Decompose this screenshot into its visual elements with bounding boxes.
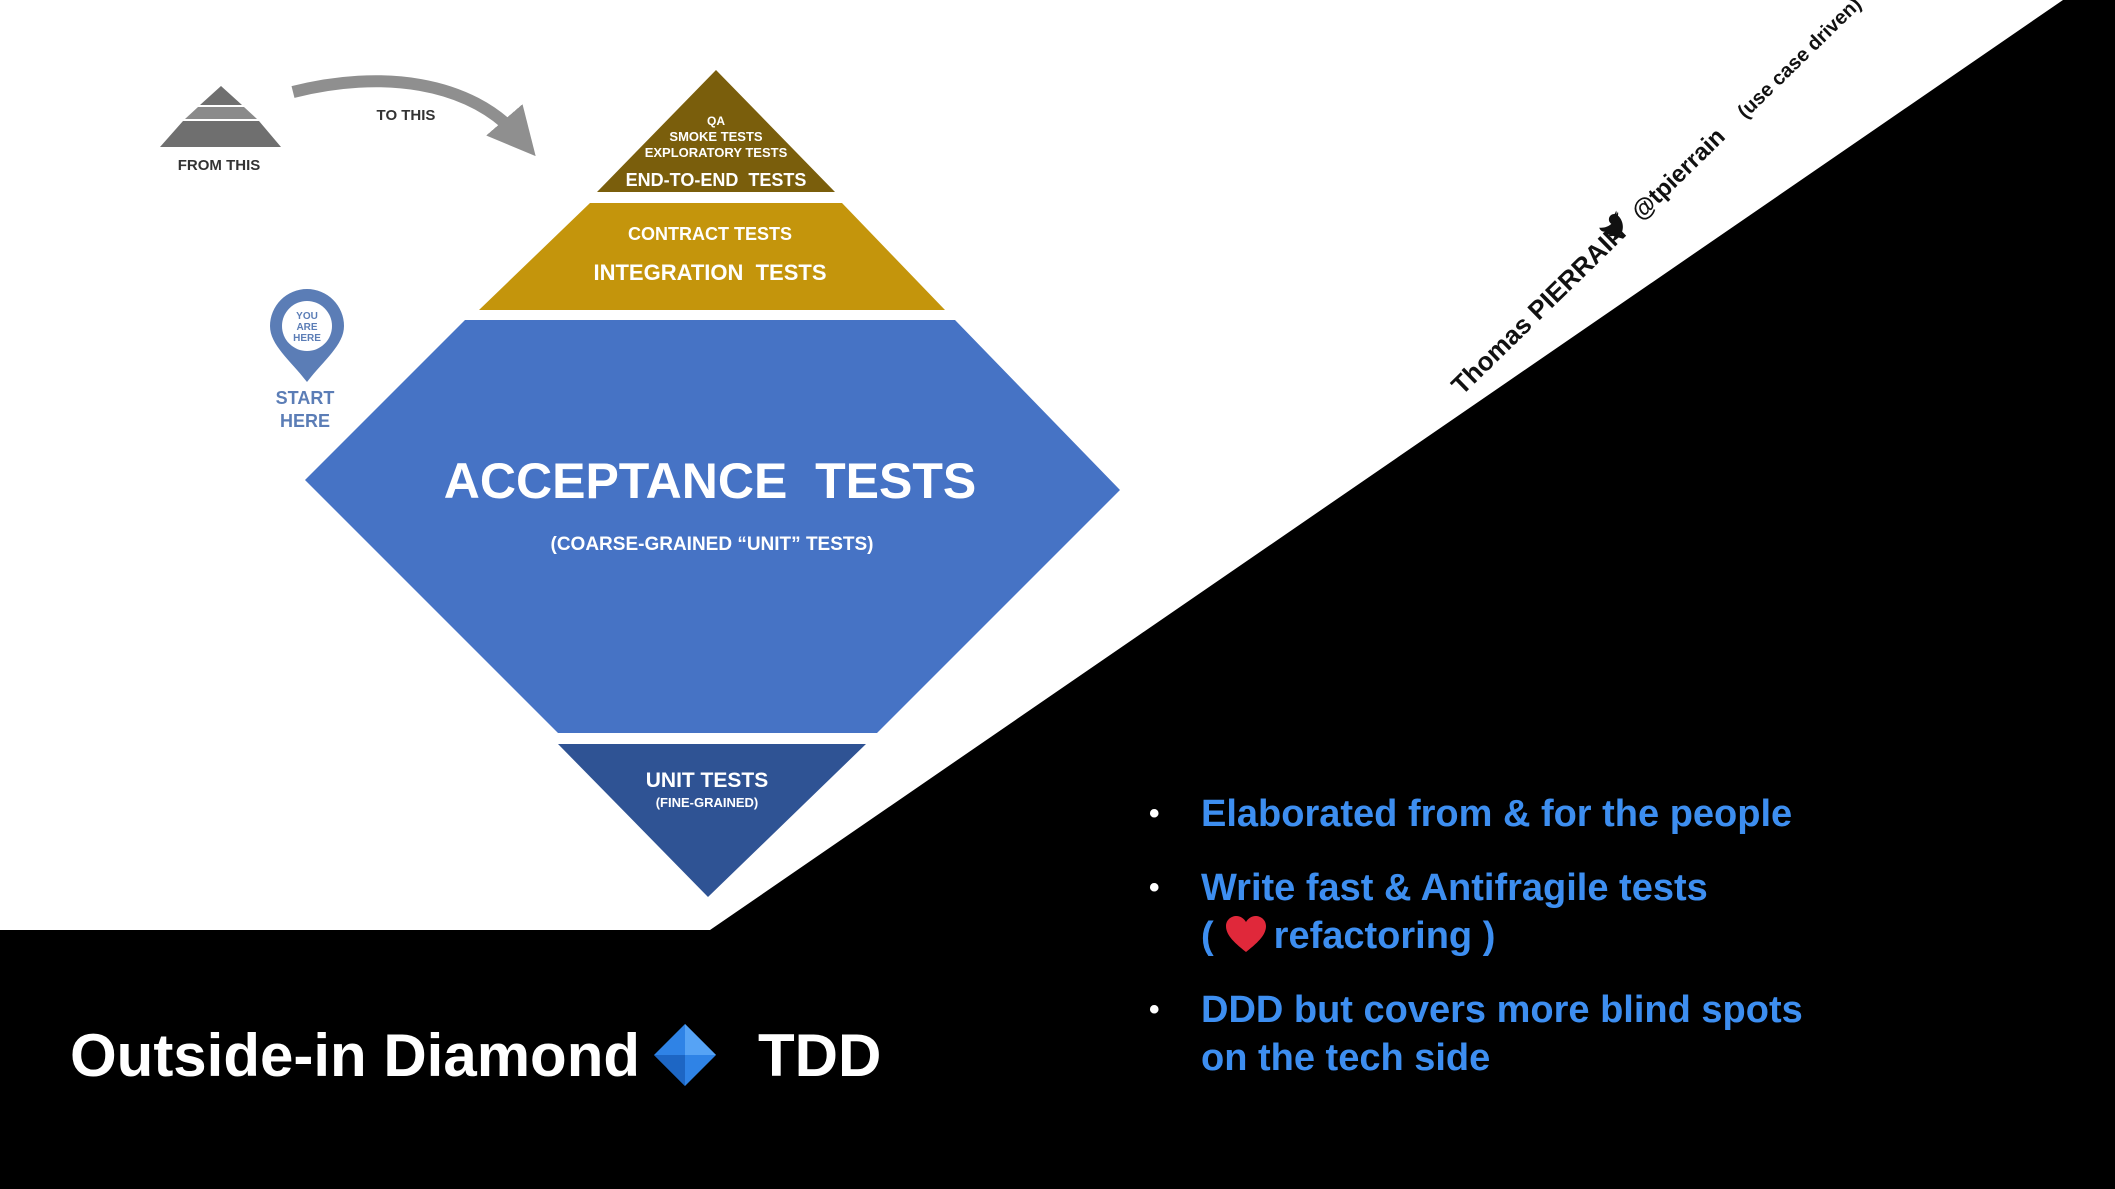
twitter-bird-icon [1599, 210, 1623, 242]
small-blue-diamond-icon [654, 1024, 716, 1086]
bullet-text: DDD but covers more blind spots [1201, 989, 1803, 1031]
to-this-label: TO THIS [377, 107, 436, 124]
list-item: • Elaborated from & for the people [1145, 790, 2045, 838]
qa-label: QA [707, 114, 725, 128]
author-note: (use case driven) [1734, 0, 1866, 123]
slide-title: Outside-in Diamond TDD [70, 1015, 881, 1095]
bullet-text: Write fast & Antifragile tests [1201, 867, 1708, 909]
acceptance-tier [305, 320, 1120, 733]
list-item: • Write fast & Antifragile tests (refact… [1145, 864, 2045, 960]
acceptance-tests-title: ACCEPTANCE TESTS [444, 453, 976, 509]
contract-tests-label: CONTRACT TESTS [628, 224, 792, 244]
integration-tier [479, 203, 945, 310]
author-handle: @tpierrain [1626, 123, 1730, 226]
acceptance-tests-subtitle: (COARSE-GRAINED “UNIT” TESTS) [551, 534, 874, 555]
svg-text:HERE: HERE [293, 333, 321, 344]
svg-text:YOU: YOU [296, 311, 318, 322]
bullet-text-2: on the tech side [1201, 1037, 1491, 1079]
start-here-label-2: HERE [280, 411, 330, 431]
from-pyramid-icon [160, 86, 281, 147]
unit-tier [558, 744, 866, 897]
svg-text:ARE: ARE [296, 322, 317, 333]
end-to-end-tests-label: END-TO-END TESTS [626, 170, 807, 190]
start-here-label: START [276, 388, 335, 408]
title-left: Outside-in Diamond [70, 1021, 640, 1089]
end-to-end-tier [597, 70, 835, 192]
bullet-text-2: (refactoring ) [1201, 915, 1496, 957]
exploratory-tests-label: EXPLORATORY TESTS [645, 145, 788, 160]
unit-tests-label: UNIT TESTS [646, 769, 769, 792]
bullet-list: • Elaborated from & for the people • Wri… [1145, 790, 2045, 1108]
bullet-text: Elaborated from & for the people [1201, 793, 1793, 835]
curved-arrow-icon [291, 75, 536, 157]
smoke-tests-label: SMOKE TESTS [669, 129, 763, 144]
integration-tests-label: INTEGRATION TESTS [593, 260, 826, 285]
from-this-label: FROM THIS [178, 157, 261, 174]
fine-grained-label: (FINE-GRAINED) [656, 795, 759, 810]
title-right: TDD [758, 1021, 882, 1089]
list-item: • DDD but covers more blind spots on the… [1145, 986, 2045, 1082]
you-are-here-pin-icon: YOU ARE HERE [270, 289, 344, 382]
heart-icon [1225, 916, 1266, 952]
